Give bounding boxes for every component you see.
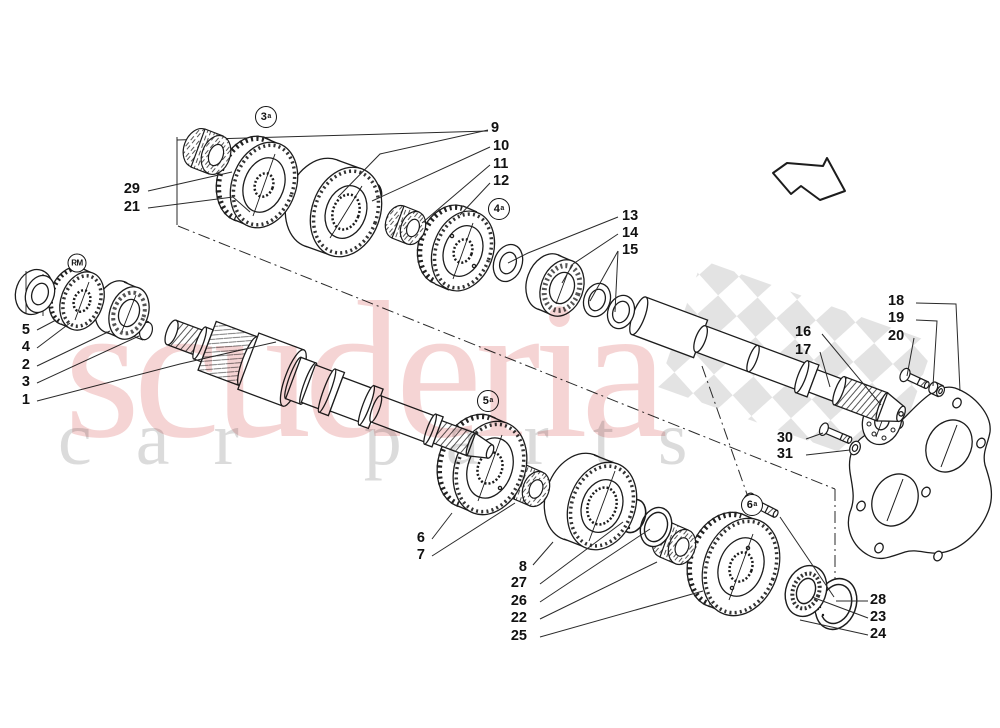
part-label-23: 23 bbox=[870, 609, 887, 626]
gear-4th bbox=[416, 204, 496, 292]
leader-lines bbox=[36, 129, 961, 638]
part-label-5: 5 bbox=[21, 322, 30, 339]
part-label-31: 31 bbox=[776, 446, 793, 463]
part-label-14: 14 bbox=[622, 225, 639, 242]
bolt-20 bbox=[899, 367, 930, 390]
ring-22 bbox=[639, 506, 673, 548]
part-label-19: 19 bbox=[888, 310, 905, 327]
part-label-11: 11 bbox=[493, 156, 509, 173]
washer-15 bbox=[606, 294, 636, 330]
gear-5th bbox=[436, 413, 528, 516]
input-shaft bbox=[164, 319, 495, 459]
gear-3rd bbox=[215, 135, 299, 229]
part-label-15: 15 bbox=[622, 242, 639, 259]
part-label-28: 28 bbox=[870, 592, 887, 609]
washer-31 bbox=[849, 440, 861, 456]
part-label-4: 4 bbox=[21, 339, 30, 356]
part-label-10: 10 bbox=[493, 138, 510, 155]
part-label-2: 2 bbox=[21, 357, 30, 374]
needle-cage-29 bbox=[182, 128, 232, 175]
needle-cage-25 bbox=[651, 521, 697, 566]
part-label-8: 8 bbox=[518, 559, 527, 576]
part-label-20: 20 bbox=[888, 328, 905, 345]
part-label-25: 25 bbox=[510, 628, 527, 645]
part-label-18: 18 bbox=[888, 293, 905, 310]
part-label-29: 29 bbox=[123, 181, 140, 198]
output-shaft bbox=[629, 296, 906, 423]
part-label-12: 12 bbox=[493, 173, 510, 190]
part-label-16: 16 bbox=[795, 324, 812, 341]
bolt-30 bbox=[818, 422, 853, 444]
part-label-26: 26 bbox=[510, 593, 527, 610]
part-label-30: 30 bbox=[776, 430, 793, 447]
badge-gear-rm: RM bbox=[67, 253, 87, 273]
nut-19 bbox=[928, 381, 946, 398]
part-label-13: 13 bbox=[622, 208, 639, 225]
part-label-17: 17 bbox=[795, 342, 812, 359]
part-label-3: 3 bbox=[21, 374, 30, 391]
axis-lines bbox=[176, 130, 836, 600]
washer-13 bbox=[492, 243, 524, 283]
part-label-7: 7 bbox=[416, 547, 425, 564]
bearing-tapered bbox=[525, 253, 585, 317]
gear-6th bbox=[686, 511, 781, 617]
needle-cage-12 bbox=[384, 204, 427, 246]
part-label-22: 22 bbox=[510, 610, 527, 627]
part-label-21: 21 bbox=[123, 199, 140, 216]
part-label-27: 27 bbox=[510, 575, 527, 592]
direction-arrow-icon bbox=[772, 157, 846, 201]
washer-14 bbox=[582, 282, 612, 318]
part-label-1: 1 bbox=[21, 392, 30, 409]
nut-5 bbox=[14, 268, 56, 316]
part-label-24: 24 bbox=[870, 626, 887, 643]
synchro-hub-3rd-4th bbox=[284, 157, 383, 258]
synchro-hub-5th-6th bbox=[543, 452, 638, 551]
ring-23 bbox=[784, 564, 828, 618]
part-label-6: 6 bbox=[416, 530, 425, 547]
part-label-9: 9 bbox=[491, 120, 500, 137]
gear-reverse bbox=[48, 266, 105, 331]
